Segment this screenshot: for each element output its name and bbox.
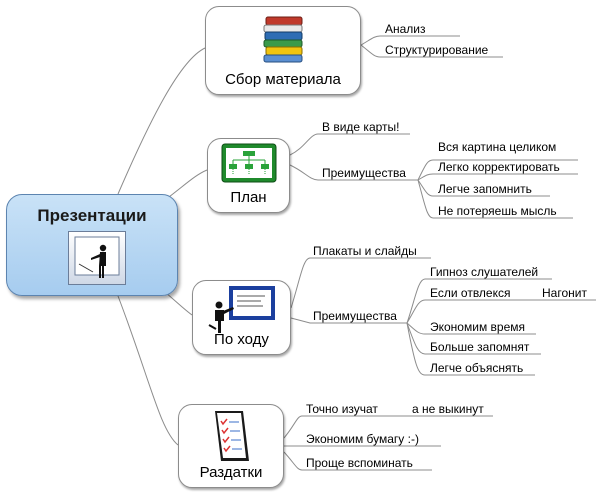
stack-of-books-icon: [260, 13, 308, 70]
leaf-catch-up[interactable]: Нагонит: [542, 286, 587, 300]
leaf-analysis[interactable]: Анализ: [385, 22, 426, 36]
leaf-not-throw-away[interactable]: а не выкинут: [412, 402, 484, 416]
leaf-whole-picture[interactable]: Вся картина целиком: [438, 140, 557, 154]
leaf-easier-explain[interactable]: Легче объяснять: [430, 361, 524, 375]
leaf-remember-more[interactable]: Больше запомнят: [430, 340, 530, 354]
branch-plan[interactable]: План: [207, 138, 290, 213]
branch-label: По ходу: [214, 331, 269, 348]
presenter-pointing-at-screen-icon: [207, 283, 277, 340]
leaf-save-time[interactable]: Экономим время: [430, 320, 525, 334]
branch-collect-materials[interactable]: Сбор материала: [205, 6, 361, 95]
leaf-plan-advantages[interactable]: Преимущества: [322, 166, 406, 180]
leaf-wont-lose-thought[interactable]: Не потеряешь мысль: [438, 204, 557, 218]
leaf-during-advantages[interactable]: Преимущества: [313, 309, 397, 323]
central-topic-presentations[interactable]: Презентации: [6, 194, 178, 296]
central-topic-title: Презентации: [37, 206, 147, 225]
leaf-audience-hypnosis[interactable]: Гипноз слушателей: [430, 265, 539, 279]
leaf-if-distracted[interactable]: Если отвлекся: [430, 286, 511, 300]
leaf-structuring[interactable]: Структурирование: [385, 43, 489, 57]
branch-during[interactable]: По ходу: [192, 280, 291, 355]
branch-label: Раздатки: [199, 464, 263, 481]
leaf-save-paper[interactable]: Экономим бумагу :-): [306, 432, 419, 446]
org-chart-icon: [221, 143, 277, 188]
leaf-easy-correct[interactable]: Легко корректировать: [438, 160, 560, 174]
leaf-easier-recall[interactable]: Проще вспоминать: [306, 456, 413, 470]
leaf-posters-slides[interactable]: Плакаты и слайды: [313, 244, 417, 258]
checklist-document-icon: [205, 409, 257, 468]
branch-handouts[interactable]: Раздатки: [178, 404, 284, 488]
presenter-at-board-icon: [68, 231, 126, 285]
leaf-will-study[interactable]: Точно изучат: [306, 402, 378, 416]
branch-label: План: [230, 189, 267, 206]
leaf-as-map[interactable]: В виде карты!: [322, 120, 400, 134]
leaf-easier-remember[interactable]: Легче запомнить: [438, 182, 532, 196]
branch-label: Сбор материала: [225, 71, 341, 88]
